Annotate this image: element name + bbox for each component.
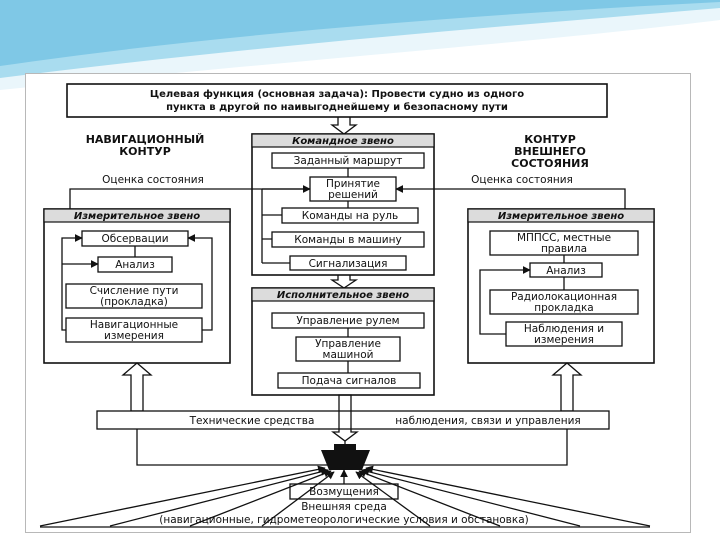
command-unit-header: [251, 133, 435, 148]
environment-title: Внешняя среда: [301, 501, 387, 513]
tech-to-right-meas-arrow: [551, 362, 583, 412]
rudder-commands-label: Команды на руль: [302, 210, 398, 222]
ship-superstructure: [334, 444, 356, 450]
ext-contour-label-3: СОСТОЯНИЯ: [511, 157, 589, 170]
exec-unit-header: [251, 287, 435, 302]
signal-output-box: [277, 372, 421, 389]
planned-route-label: Заданный маршрут: [294, 155, 403, 167]
signal-output-label: Подача сигналов: [302, 375, 397, 387]
state-eval-left: Оценка состояния: [102, 174, 204, 186]
band-dark-wave: [0, 0, 720, 66]
tech-to-left-meas-arrow: [121, 362, 153, 412]
environment-influence-arrows: [39, 465, 651, 527]
tech-means-right: наблюдения, связи и управления: [395, 415, 580, 427]
exec-unit-title: Исполнительное звено: [277, 290, 409, 301]
nav-contour-label-1: НАВИГАЦИОННЫЙ: [86, 133, 205, 146]
left-eval-line: [69, 185, 311, 209]
dead-reckoning-label-1: Счисление пути: [90, 285, 179, 297]
colregs-label-2: правила: [541, 243, 587, 255]
tech-means-left: Технические средства: [189, 415, 315, 427]
environment-subtitle: (навигационные, гидрометеорологические у…: [159, 514, 528, 526]
meas-left-loop-left: [61, 234, 83, 331]
ship-icon: [321, 450, 370, 470]
meas-right-loop: [479, 266, 531, 335]
observations-label-2: измерения: [534, 334, 594, 346]
goal-line1: Целевая функция (основная задача): Прове…: [150, 88, 524, 100]
nav-contour-label-2: КОНТУР: [119, 145, 171, 158]
ext-contour-label-2: ВНЕШНЕГО: [514, 145, 586, 158]
observations-label-1: Наблюдения и: [524, 323, 604, 335]
radar-plot-label-1: Радиолокационная: [511, 291, 617, 303]
analysis-right-label: Анализ: [546, 265, 586, 277]
radar-plot-box: [489, 289, 639, 315]
goal-to-command-arrow: [330, 117, 358, 135]
radar-plot-label-2: прокладка: [534, 302, 593, 314]
right-eval-line: [395, 185, 626, 209]
engine-control-label-1: Управление: [315, 338, 381, 350]
meas-left-loop-right: [187, 234, 213, 331]
tech-means-box: [96, 410, 610, 430]
meas-right-title: Измерительное звено: [498, 211, 624, 222]
command-to-exec-arrow: [329, 275, 359, 289]
engine-commands-label: Команды в машину: [294, 234, 401, 246]
meas-left-header: [43, 208, 231, 223]
state-eval-right: Оценка состояния: [471, 174, 573, 186]
dead-reckoning-box: [65, 283, 203, 309]
command-unit-title: Командное звено: [292, 136, 394, 147]
engine-control-label-2: машиной: [323, 349, 374, 361]
ext-contour-label-1: КОНТУР: [524, 133, 576, 146]
nav-measurements-label-2: измерения: [104, 330, 164, 342]
nav-measurements-label-1: Навигационные: [90, 319, 178, 331]
fix-label: Обсервации: [101, 233, 168, 245]
dead-reckoning-label-2: (прокладка): [100, 296, 168, 308]
goal-line2: пункта в другой по наивыгоднейшему и без…: [166, 101, 508, 113]
decorative-header-band: [0, 0, 720, 90]
exec-to-ship-arrow: [331, 394, 359, 442]
goal-box: [66, 83, 608, 118]
disturbances-label: Возмущения: [309, 486, 379, 498]
signaling-label: Сигнализация: [309, 258, 388, 270]
analysis-left-label: Анализ: [115, 259, 155, 271]
rudder-control-label: Управление рулем: [296, 315, 399, 327]
decision-label-2: решений: [328, 189, 378, 201]
meas-right-header: [467, 208, 655, 223]
meas-left-title: Измерительное звено: [74, 211, 200, 222]
colregs-label-1: МППСС, местные: [517, 232, 611, 244]
decision-label-1: Принятие: [326, 178, 380, 190]
nav-measurements-box: [65, 317, 203, 343]
